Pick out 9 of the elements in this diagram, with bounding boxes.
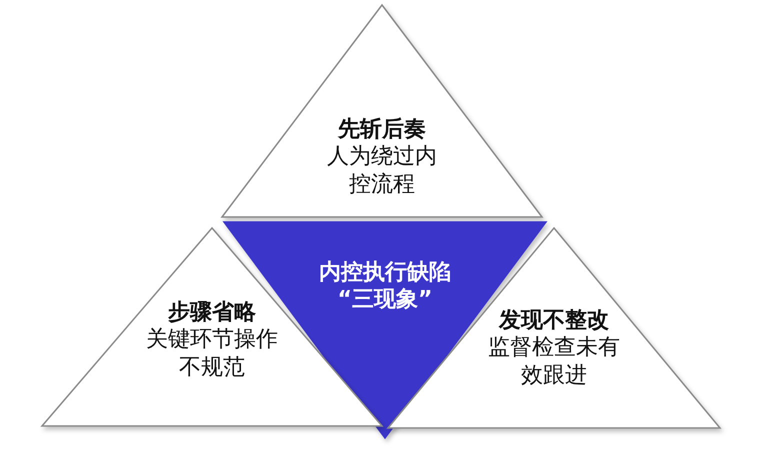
heading-text: 发现不整改 <box>499 308 609 334</box>
body-text: 监督检查未有效跟进 <box>488 334 620 390</box>
body-text: 人为绕过内控流程 <box>326 143 438 198</box>
body-text: “三现象” <box>338 286 432 314</box>
heading-text: 先斩后奏 <box>338 117 426 144</box>
body-text: 关键环节操作不规范 <box>146 326 278 382</box>
triangle-box <box>222 5 542 217</box>
heading-text: 步骤省略 <box>168 300 256 326</box>
heading-text: 内控执行缺陷 <box>319 260 451 286</box>
